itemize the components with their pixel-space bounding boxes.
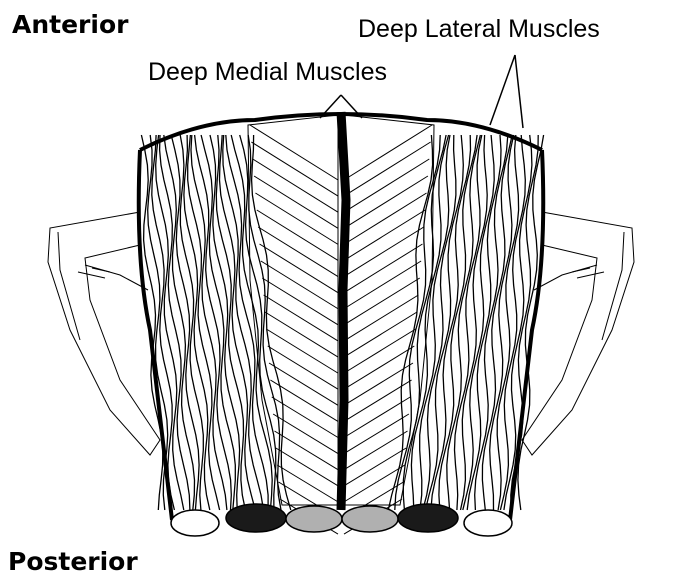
hatch-line [344,142,431,196]
hatch-line [344,329,416,373]
hatch-line [344,363,413,405]
deep-lateral-muscles-left [139,135,291,520]
hatch-line [250,125,338,180]
hatch-line [274,431,338,470]
cross-section-right-outer [464,510,512,536]
hatch-line [276,448,338,486]
hatch-line [344,227,424,277]
hatch-line [344,397,410,437]
hatch-line [251,142,338,196]
cross-section-left-medial [286,506,342,532]
cross-section-right-lateral [398,504,458,532]
leader-lines [320,55,523,128]
hatch-line [344,159,429,212]
cross-section-left-outer [171,510,219,536]
hatch-line [258,227,338,277]
muscle-fiber-line [475,135,508,510]
hatch-line [344,431,408,470]
muscle-fiber-line [420,135,450,510]
hatch-line [270,380,338,421]
deep-lateral-muscles-right [388,135,543,520]
hatch-line [344,176,428,228]
hatch-line [254,176,338,228]
cross-section-left-lateral [226,504,286,532]
spinous-line [341,112,346,510]
hatch-line [344,193,427,244]
hatch-line [260,244,338,293]
hatch-line [344,125,432,180]
muscle-fiber-line [195,135,232,510]
lateral-leader-left [490,55,515,125]
muscle-outline [510,150,543,520]
cross-section-right-medial [342,506,398,532]
hatch-line [266,329,338,373]
left-rib-outline [48,212,160,455]
right-rib-outline [522,212,634,455]
hatch-line [344,244,422,293]
lateral-leader-right [515,55,523,128]
hatch-line [272,397,338,437]
hatch-line [344,448,406,486]
hatch-line [255,193,338,244]
hatch-line [344,210,425,260]
hatch-line [344,414,409,454]
hatch-line [257,210,338,260]
hatch-line [253,159,338,212]
muscle-fiber-line [439,135,477,510]
